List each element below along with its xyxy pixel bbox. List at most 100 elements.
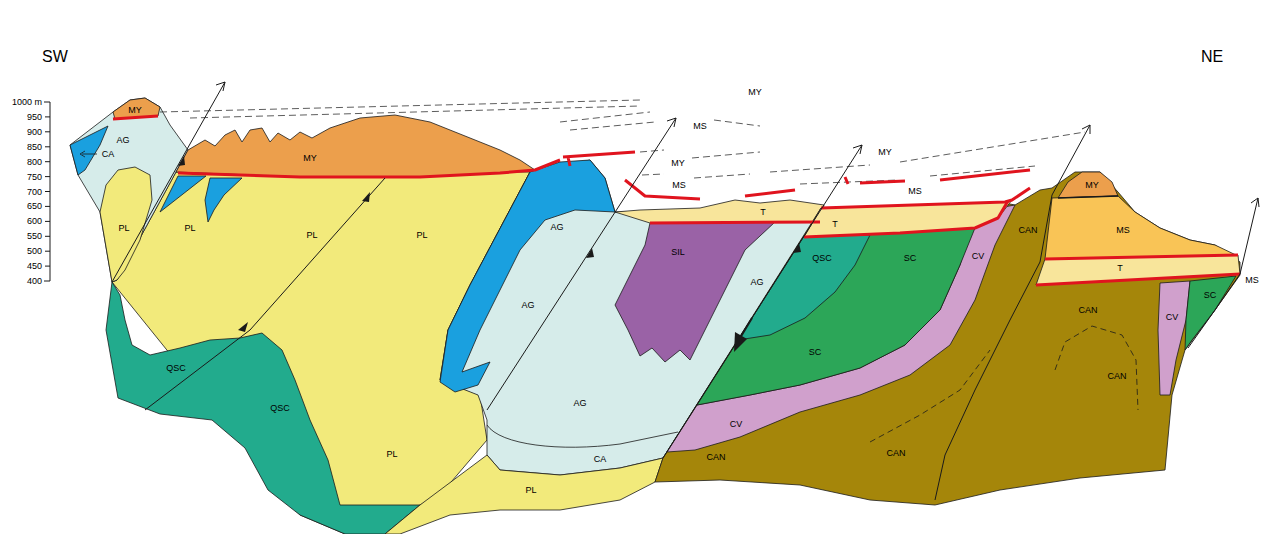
qsc-unit — [738, 235, 870, 340]
unit-label: CAN — [1078, 306, 1097, 315]
contact-line — [487, 425, 678, 447]
unit-label: CV — [730, 420, 743, 429]
contact-line — [1058, 196, 1118, 198]
elevation-axis — [44, 102, 50, 281]
unconformity-line — [563, 152, 635, 166]
elevation-tick-label: 950 — [27, 112, 42, 121]
unit-label: CAN — [886, 449, 905, 458]
eroded-trace — [642, 174, 664, 175]
unconformity-line — [804, 201, 1008, 237]
eroded-trace — [770, 165, 870, 172]
elevation-tick-label: 900 — [27, 127, 42, 136]
unconformity-line — [1045, 255, 1238, 259]
fault-tip — [853, 145, 862, 154]
unit-label: CAN — [1018, 226, 1037, 235]
elevation-tick-label: 850 — [27, 142, 42, 151]
fault-line — [663, 145, 862, 458]
ca-unit — [160, 176, 206, 212]
fault-tip — [1251, 198, 1259, 207]
unit-label: AG — [116, 136, 129, 145]
unit-label: CA — [102, 150, 115, 159]
fault-line — [1188, 198, 1258, 348]
unit-label: AG — [573, 399, 586, 408]
unit-label: MY — [1085, 181, 1099, 190]
elevation-tick-label: 500 — [27, 247, 42, 256]
unit-label: PL — [118, 224, 129, 233]
pl-unit — [385, 455, 663, 534]
unit-label: AG — [750, 278, 763, 287]
unit-label: AG — [550, 223, 563, 232]
movement-arrow — [793, 243, 801, 253]
cv-unit — [667, 205, 1015, 452]
movement-arrow — [734, 332, 747, 352]
unconformities — [113, 116, 1240, 285]
unit-label: PL — [416, 231, 427, 240]
unit-label: MY — [303, 154, 317, 163]
elevation-tick-label: 700 — [27, 187, 42, 196]
unconformity-line — [745, 190, 795, 196]
ca-unit — [440, 160, 615, 392]
qsc-unit — [106, 282, 420, 534]
direction-label: NE — [1201, 49, 1223, 65]
unit-label: CA — [594, 455, 607, 464]
unit-label: T — [760, 208, 766, 217]
ca-unit — [205, 178, 242, 222]
unit-label: MY — [128, 106, 142, 115]
unconformity-line — [113, 116, 158, 119]
unit-label: CAN — [1107, 372, 1126, 381]
movement-arrows — [178, 156, 801, 352]
leader-line — [82, 154, 97, 155]
unit-label: PL — [525, 486, 536, 495]
unit-label: T — [1117, 264, 1123, 273]
unit-label: MS — [1116, 226, 1130, 235]
unit-label: SC — [904, 254, 917, 263]
leader-arrowhead — [80, 151, 85, 157]
axis-ticks — [44, 102, 50, 281]
elevation-tick-label: 400 — [27, 277, 42, 286]
elevation-tick-label: 750 — [27, 172, 42, 181]
unit-label: SIL — [671, 248, 685, 257]
unit-label: PL — [184, 224, 195, 233]
ms-unit — [1045, 196, 1238, 259]
unconformity-line — [625, 180, 700, 199]
leader — [80, 151, 97, 157]
ag-unit — [70, 98, 188, 282]
unit-label: T — [832, 220, 838, 229]
thrust-line — [145, 178, 385, 410]
eroded-trace — [560, 112, 650, 122]
elevation-tick-label: 550 — [27, 232, 42, 241]
eroded-trace — [714, 120, 760, 126]
elevation-tick-label: 1000 m — [12, 98, 42, 107]
unit-label: PL — [386, 450, 397, 459]
eroded-trace — [570, 122, 655, 130]
sc-unit — [1185, 276, 1236, 350]
movement-arrow-shaft — [740, 318, 752, 338]
unit-label: MY — [878, 148, 892, 157]
unit-label: MS — [908, 187, 922, 196]
unit-label: CAN — [706, 453, 725, 462]
unit-label: MS — [1245, 276, 1259, 285]
my-unit — [1058, 172, 1118, 198]
unconformity-line — [845, 177, 905, 184]
fault-line — [112, 82, 225, 282]
elevation-tick-label: 450 — [27, 262, 42, 271]
unit-label: MS — [672, 181, 686, 190]
unit-label: SC — [809, 348, 822, 357]
my-unit — [176, 115, 535, 177]
unconformity-line — [821, 188, 1030, 208]
eroded-trace — [640, 150, 664, 152]
rock-units — [70, 98, 1240, 534]
unit-label: MY — [671, 159, 685, 168]
eroded-trace — [190, 106, 640, 118]
unit-label: QSC — [166, 364, 186, 373]
elevation-tick-label: 600 — [27, 217, 42, 226]
eroded-trace — [694, 174, 750, 178]
fault-line — [935, 125, 1090, 500]
unit-label: CV — [1166, 313, 1179, 322]
unit-label: CV — [972, 252, 985, 261]
eroded-trace — [900, 132, 1085, 162]
unconformity-line — [940, 170, 1030, 180]
fault-line — [487, 118, 676, 410]
fault-tip — [667, 118, 676, 127]
